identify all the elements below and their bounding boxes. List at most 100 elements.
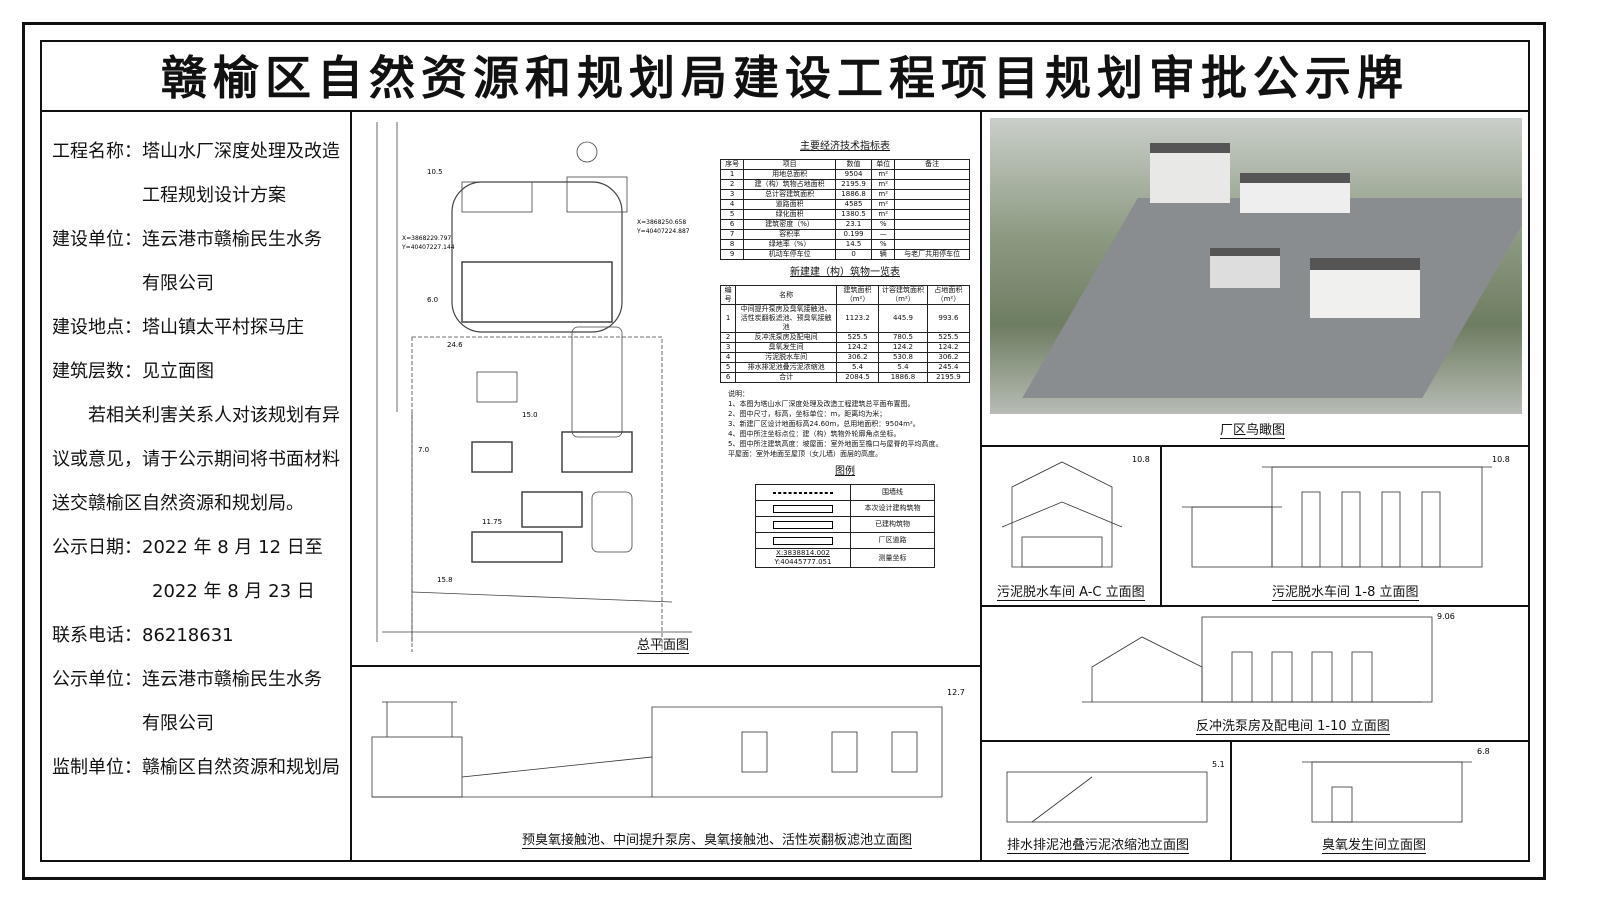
sludge-18-caption: 污泥脱水车间 1-8 立面图 [1272,581,1419,601]
dim-label: 7.0 [418,446,429,454]
table-cell [894,199,970,210]
table-cell: m² [871,189,896,200]
table-cell: m² [871,169,896,180]
table-cell: 2084.5 [835,372,880,383]
table-cell: 4585 [834,199,873,210]
table-cell [894,179,970,190]
table-cell: 编号 [719,285,737,305]
table-cell: 1886.8 [878,372,928,383]
note-line: 1、本图为塔山水厂深度处理及改造工程建筑总平面布置图。 [728,400,915,408]
note-line: 5、图中所注建筑高度：坡屋面：室外地面至檐口与屋脊的平均高度。 [728,440,943,448]
table-cell: 辆 [871,249,896,260]
legend-label: 本次设计建构筑物 [850,500,935,517]
table-cell: 23.1 [834,219,873,230]
legend-row: 本次设计建构筑物 [755,500,935,517]
table-cell: 530.8 [878,352,928,363]
table-cell: 用地总面积 [743,169,836,180]
legend-swatch [773,520,833,529]
aerial-caption: 厂区鸟瞰图 [1220,419,1286,439]
table-cell: 5.4 [878,362,928,373]
table-cell: 6 [719,219,745,230]
table-cell: 2 [719,332,737,343]
site-plan-panel: 10.5 24.6 15.0 11.75 15.8 7.0 6.0 X=3868… [352,112,982,667]
coord-label: X=3868250.658 [637,219,686,226]
dim-label: 15.0 [522,411,538,419]
table-cell: 占地面积（m²） [926,285,971,305]
height-label: 5.1 [1212,760,1225,769]
table-cell: % [871,239,896,250]
table-cell: 5.4 [835,362,880,373]
sludge-ac-panel: 10.8 污泥脱水车间 A-C 立面图 [982,447,1162,607]
table-cell: 124.2 [926,342,971,353]
table-row: 编号名称建筑面积（m²）计容建筑面积（m²）占地面积（m²） [719,285,971,305]
table-cell: 14.5 [834,239,873,250]
project-info-panel: 工程名称：塔山水厂深度处理及改造 工程规划设计方案 建设单位：连云港市赣榆民生水… [40,112,352,862]
dim-label: 11.75 [482,518,502,526]
site-plan-drawing: 10.5 24.6 15.0 11.75 15.8 7.0 6.0 X=3868… [376,122,692,652]
notes: 说明：1、本图为塔山水厂深度处理及改造工程建筑总平面布置图。2、图中尺寸，标高，… [720,389,970,459]
height-label: 10.8 [1492,455,1510,464]
table-cell: 道路面积 [743,199,836,210]
floors: 建筑层数：见立面图 [52,361,214,382]
sludge-18-panel: 10.8 污泥脱水车间 1-8 立面图 [1162,447,1530,607]
table-cell: 124.2 [835,342,880,353]
table-cell: 0.199 [834,229,873,240]
table-cell: 计容建筑面积（m²） [878,285,928,305]
table-cell: 数值 [834,159,873,170]
table-cell: 项目 [743,159,836,170]
table-cell: 合计 [735,372,837,383]
legend-symbol [755,532,851,549]
legend-symbol [755,484,851,501]
table-cell: 525.5 [926,332,971,343]
dim-label: 6.0 [427,296,438,304]
table-cell: 5 [719,209,745,220]
table-cell: 名称 [735,285,837,305]
notice-date: 公示日期：2022 年 8 月 12 日至 [52,537,323,558]
site: 建设地点：塔山镇太平村探马庄 [52,317,304,338]
builder: 建设单位：连云港市赣榆民生水务 [52,229,322,250]
backwash-panel: 9.06 反冲洗泵房及配电间 1-10 立面图 [982,607,1530,742]
phone: 联系电话：86218631 [52,625,234,646]
table-cell: 臭氧发生间 [735,342,837,353]
table-cell: m² [871,199,896,210]
table-cell: 525.5 [835,332,880,343]
supervisor: 监制单位：赣榆区自然资源和规划局 [52,757,340,778]
board-title: 赣榆区自然资源和规划局建设工程项目规划审批公示牌 [40,40,1530,112]
table-cell [894,169,970,180]
legend-coord-x: X:3838814.002 [776,549,830,557]
table-cell: 245.4 [926,362,971,373]
site-plan-caption: 总平面图 [637,634,690,654]
table-cell: 1123.2 [835,304,880,333]
table-cell: 4 [719,199,745,210]
table-cell: 机动车停车位 [743,249,836,260]
publisher-cont: 有限公司 [142,713,214,734]
note-line: 3、新建厂区设计地面标高24.60m，总用地面积：9504m²。 [728,420,920,428]
note-line: 2、图中尺寸，标高，坐标单位：m，距离均为米； [728,410,887,418]
coord-label: Y=40407224.887 [636,228,690,235]
height-label: 12.7 [947,688,965,697]
table-cell: m² [871,209,896,220]
table-cell: 306.2 [835,352,880,363]
legend-label: 厂区道路 [850,532,935,549]
table-cell [894,239,970,250]
table-cell: 备注 [894,159,970,170]
table-cell [894,189,970,200]
legend-symbol [755,516,851,533]
table-cell: % [871,219,896,230]
table-cell: 2 [719,179,745,190]
table-cell [894,229,970,240]
drain-caption: 排水排泥池叠污泥浓缩池立面图 [1007,834,1190,854]
backwash-caption: 反冲洗泵房及配电间 1-10 立面图 [1196,715,1390,735]
